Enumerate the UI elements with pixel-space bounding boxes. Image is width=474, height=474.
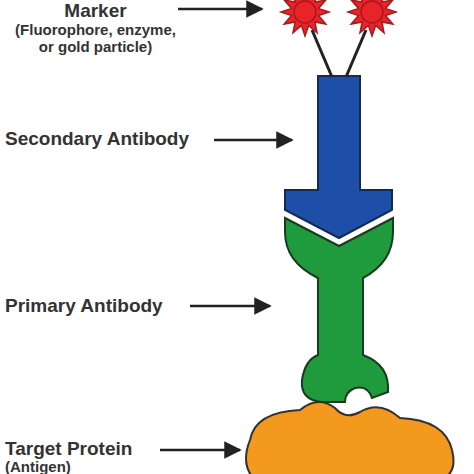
primary-antibody (285, 218, 393, 402)
leader-arrow (178, 8, 262, 11)
part-name: Secondary Antibody (5, 128, 217, 150)
part-name: Target Protein (5, 438, 165, 460)
part-name: Primary Antibody (5, 295, 195, 317)
target-protein (246, 402, 454, 474)
marker-stem (312, 30, 332, 77)
marker-star (281, 0, 329, 36)
marker-stem (346, 30, 366, 77)
secondary-antibody (285, 76, 392, 238)
leader-arrow (214, 139, 292, 142)
leader-arrow (190, 305, 270, 308)
leader-arrow (160, 449, 240, 452)
part-note: (Fluorophore, enzyme, or gold particle) (8, 21, 183, 56)
marker-star (348, 0, 396, 36)
part-name: Marker (8, 0, 183, 22)
part-note: (Antigen) (5, 458, 165, 474)
